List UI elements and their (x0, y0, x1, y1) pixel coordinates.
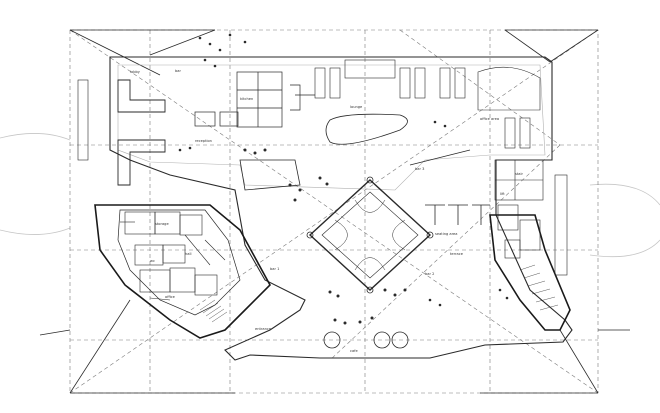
label-lift: lift (500, 192, 505, 196)
furniture-marks (178, 33, 509, 325)
right-wing (489, 159, 571, 331)
plan-labels: lobby bar reception lounge kitchen offic… (130, 69, 523, 353)
label-reception: reception (195, 139, 212, 143)
label-wc: wc (150, 259, 155, 263)
building-outline (109, 56, 573, 361)
label-office-area: office area (480, 117, 499, 121)
label-bar-2: bar 2 (425, 272, 434, 276)
label-kitchen: kitchen (240, 97, 253, 101)
label-cafe: cafe (350, 349, 358, 353)
right-edge-elements (77, 66, 568, 276)
left-wing (94, 204, 271, 339)
label-terrace: terrace (450, 252, 464, 256)
floor-boundary (117, 64, 546, 191)
label-lobby: lobby (130, 70, 141, 74)
lounge-benches (117, 79, 166, 186)
label-seating-area: seating area (435, 232, 457, 236)
round-tables (323, 331, 409, 349)
context-curves (0, 133, 660, 258)
label-hall: hall (185, 252, 191, 256)
label-bar: bar (175, 69, 181, 73)
label-storage: storage (155, 222, 169, 226)
desk-group (425, 204, 490, 225)
label-lounge: lounge (350, 105, 363, 109)
top-seating (314, 59, 531, 149)
label-stair: stair (515, 172, 523, 176)
central-pods (239, 113, 471, 191)
label-bar-1: bar 1 (270, 267, 279, 271)
upper-core (194, 71, 315, 128)
label-entrance: entrance (255, 327, 272, 331)
site-grid (69, 29, 599, 394)
label-office: office (165, 295, 176, 299)
label-bar-3: bar 3 (415, 167, 424, 171)
central-atrium (306, 176, 434, 294)
